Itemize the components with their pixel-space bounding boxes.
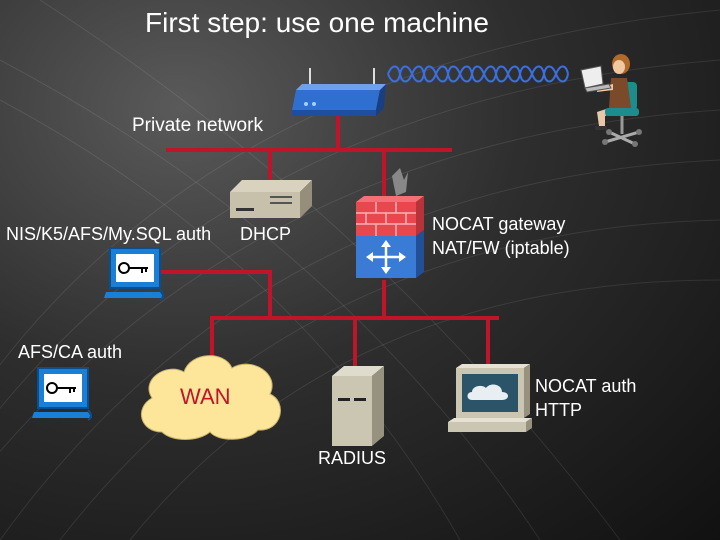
auth-terminal-icon	[104, 247, 164, 301]
dhcp-label: DHCP	[240, 224, 292, 244]
wan-cloud-icon	[141, 355, 281, 440]
laptop-user-icon	[580, 54, 642, 147]
nocat-auth-label-line1: NOCAT auth	[535, 376, 637, 396]
auth-servers-label: NIS/K5/AFS/My.SQL auth	[6, 224, 212, 244]
auth-terminal-icon	[32, 367, 92, 421]
wireless-router-icon	[292, 68, 386, 116]
wan-label: WAN	[180, 384, 231, 409]
gateway-label-line2: NAT/FW (iptable)	[432, 238, 570, 258]
afs-ca-label: AFS/CA auth	[18, 342, 123, 362]
firewall-gateway-icon	[356, 168, 424, 278]
radius-label: RADIUS	[318, 448, 387, 468]
private-network-label: Private network	[132, 115, 263, 136]
nocat-auth-label-line2: HTTP	[535, 400, 582, 420]
gateway-label-line1: NOCAT gateway	[432, 214, 566, 234]
http-terminal-icon	[448, 364, 532, 432]
server-icon	[230, 180, 312, 218]
wireless-signal-icon	[387, 65, 569, 83]
slide-title: First step: use one machine	[145, 7, 489, 38]
radius-tower-icon	[332, 366, 384, 446]
